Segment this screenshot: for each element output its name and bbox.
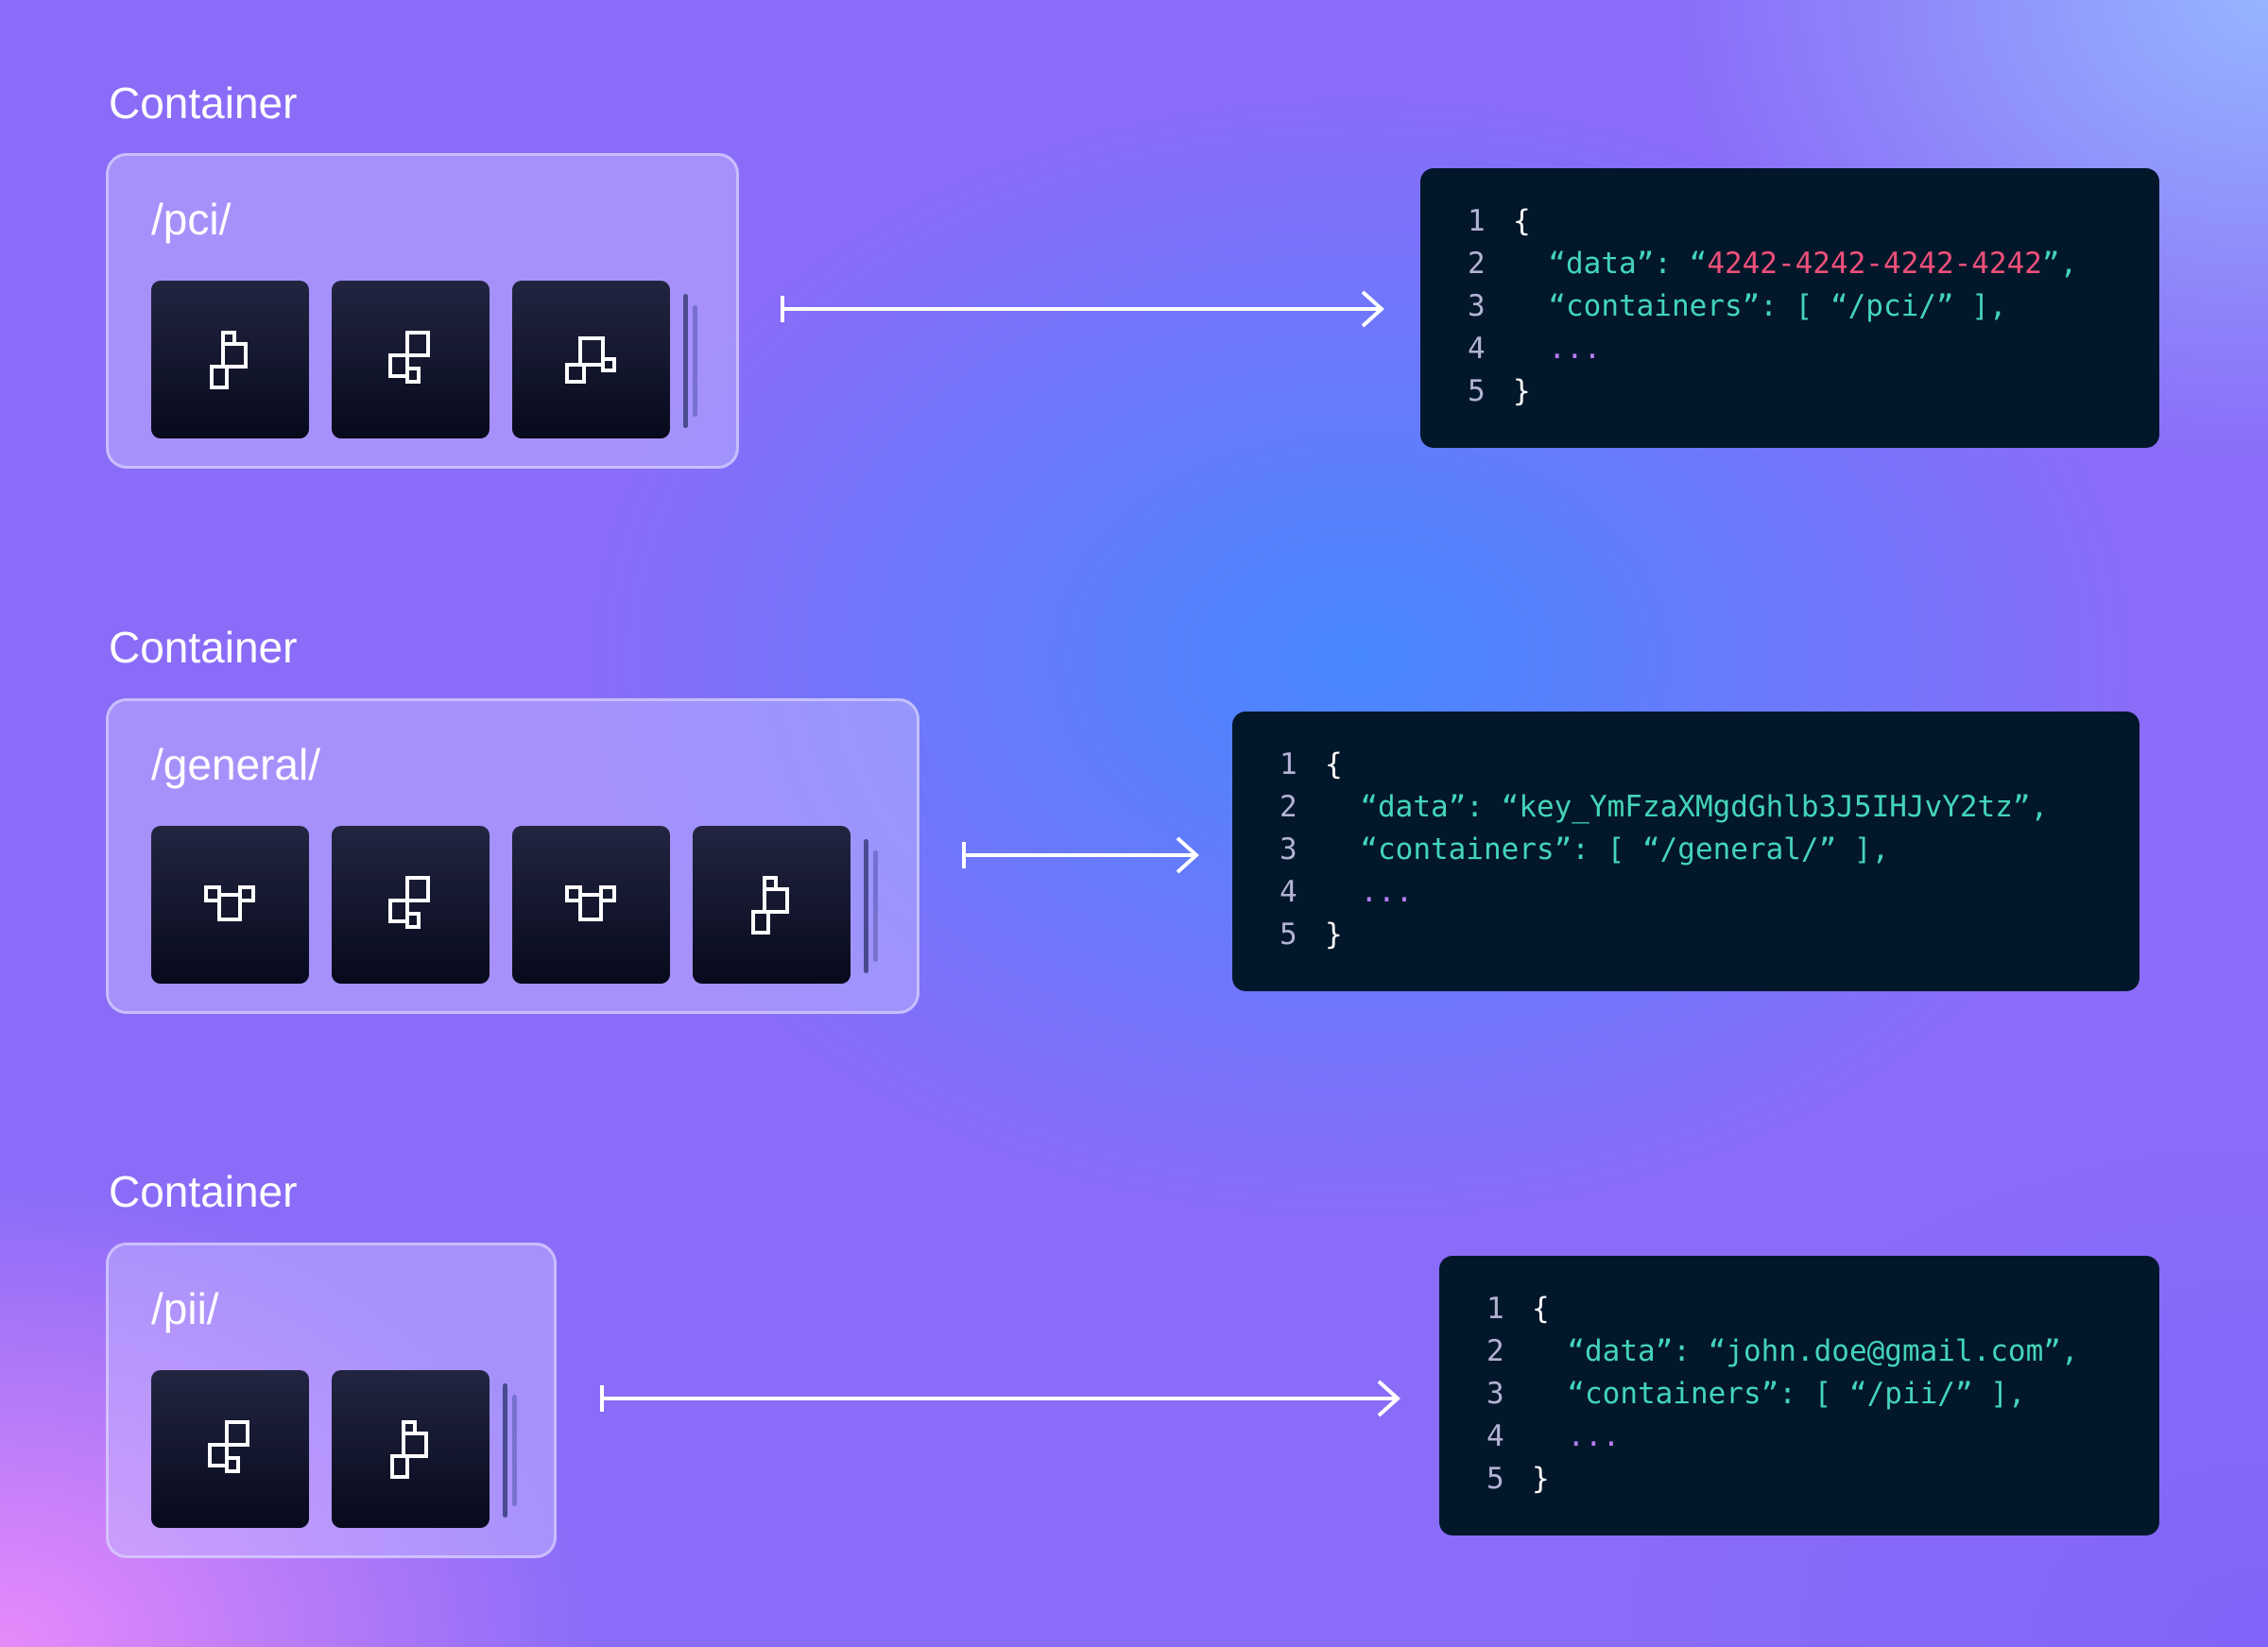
tile-stack-indicator <box>678 281 706 438</box>
token-tile <box>151 826 309 984</box>
json-code-block: 1 { 2 “data”: “4242-4242-4242-4242”, 3 “c… <box>1420 168 2159 448</box>
containers-suffix: ], <box>1836 832 1890 866</box>
data-key: “data”: “ <box>1360 790 1520 824</box>
token-glyph-b-icon <box>387 875 430 929</box>
container-heading: Container <box>109 78 298 128</box>
token-tile <box>332 826 490 984</box>
data-value: john.doe@gmail.com <box>1726 1334 2044 1368</box>
containers-key: “containers”: [ <box>1567 1377 1849 1411</box>
containers-suffix: ], <box>1972 1377 2026 1411</box>
line-number: 2 <box>1486 1334 1504 1368</box>
arrow-right-icon <box>781 290 1384 328</box>
token-tiles <box>151 281 706 438</box>
data-key: “data”: “ <box>1567 1334 1727 1368</box>
containers-value: “/pii/” <box>1848 1377 1973 1411</box>
line-number: 3 <box>1486 1377 1504 1411</box>
token-tile <box>512 826 670 984</box>
containers-key: “containers”: [ <box>1360 832 1642 866</box>
tile-stack-indicator <box>497 1370 525 1528</box>
ellipsis: ... <box>1567 1419 1621 1453</box>
data-end: ”, <box>2041 247 2078 281</box>
container-card: /pci/ <box>106 153 739 469</box>
container-path-label: /general/ <box>151 740 321 789</box>
token-glyph-a-icon <box>389 1419 428 1479</box>
json-code-block: 1 { 2 “data”: “john.doe@gmail.com”, 3 “co… <box>1439 1256 2159 1535</box>
line-number: 5 <box>1486 1462 1504 1496</box>
container-card: /general/ <box>106 698 919 1014</box>
container-card: /pii/ <box>106 1243 557 1558</box>
line-number: 5 <box>1468 374 1486 408</box>
line-number: 5 <box>1280 918 1297 952</box>
token-tiles <box>151 1370 525 1528</box>
line-number: 1 <box>1280 747 1297 781</box>
containers-value: “/pci/” <box>1830 289 1954 323</box>
open-brace: { <box>1325 747 1343 781</box>
line-number: 4 <box>1468 332 1486 366</box>
data-end: ”, <box>2012 790 2049 824</box>
arrow-right-icon <box>600 1380 1400 1417</box>
token-glyph-a-icon <box>750 875 789 935</box>
token-glyph-a-icon <box>209 330 248 389</box>
tile-stack-indicator <box>858 826 886 984</box>
data-value: key_YmFzaXMgdGhlb3J5IHJvY2tz <box>1519 790 2013 824</box>
token-glyph-b-icon <box>207 1419 249 1473</box>
ellipsis: ... <box>1548 332 1602 366</box>
token-glyph-d-icon <box>564 884 616 921</box>
arrow-right-icon <box>962 836 1199 874</box>
token-tile <box>512 281 670 438</box>
line-number: 4 <box>1486 1419 1504 1453</box>
open-brace: { <box>1532 1292 1550 1326</box>
line-number: 1 <box>1468 204 1486 238</box>
line-number: 1 <box>1486 1292 1504 1326</box>
token-tile <box>693 826 850 984</box>
token-tile <box>151 281 309 438</box>
token-glyph-b-icon <box>387 330 430 384</box>
json-code-block: 1 { 2 “data”: “key_YmFzaXMgdGhlb3J5IHJvY2… <box>1232 712 2139 991</box>
token-tile <box>151 1370 309 1528</box>
token-tile <box>332 1370 490 1528</box>
token-glyph-d-icon <box>203 884 255 921</box>
data-value: 4242-4242-4242-4242 <box>1707 247 2042 281</box>
line-number: 2 <box>1468 247 1486 281</box>
token-tile <box>332 281 490 438</box>
close-brace: } <box>1513 374 1531 408</box>
data-key: “data”: “ <box>1548 247 1708 281</box>
open-brace: { <box>1513 204 1531 238</box>
data-end: ”, <box>2043 1334 2079 1368</box>
container-path-label: /pii/ <box>151 1284 219 1333</box>
line-number: 4 <box>1280 875 1297 909</box>
close-brace: } <box>1532 1462 1550 1496</box>
line-number: 3 <box>1468 289 1486 323</box>
close-brace: } <box>1325 918 1343 952</box>
container-path-label: /pci/ <box>151 195 232 244</box>
ellipsis: ... <box>1360 875 1414 909</box>
token-glyph-c-icon <box>564 335 616 384</box>
containers-value: “/general/” <box>1641 832 1837 866</box>
containers-key: “containers”: [ <box>1548 289 1830 323</box>
containers-suffix: ], <box>1953 289 2007 323</box>
line-number: 2 <box>1280 790 1297 824</box>
token-tiles <box>151 826 886 984</box>
container-heading: Container <box>109 1167 298 1216</box>
container-heading: Container <box>109 623 298 672</box>
line-number: 3 <box>1280 832 1297 866</box>
